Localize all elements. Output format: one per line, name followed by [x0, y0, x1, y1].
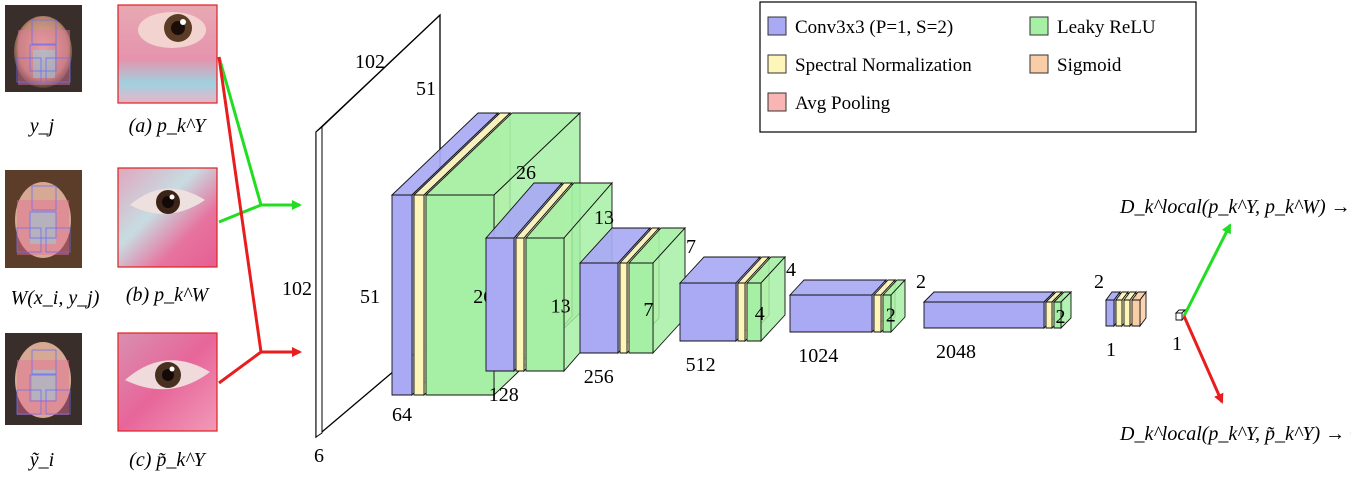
patch-image-c — [117, 332, 218, 432]
layer-2-size-after: 13 — [551, 296, 571, 318]
legend-sigmoid: Sigmoid — [1057, 55, 1122, 76]
layer-6-conv — [922, 290, 1056, 330]
output-real-expr: D_k^local(p_k^Y, p_k^W) → — [1119, 196, 1351, 218]
legend-swatch-spectral — [767, 54, 787, 74]
caption-yj: y_j — [28, 115, 55, 137]
legend-spectral: Spectral Normalization — [795, 55, 972, 76]
caption-warped: W(x_i, y_j) — [11, 287, 100, 309]
legend-swatch-conv — [767, 16, 787, 36]
layer-1-channels: 64 — [392, 404, 412, 426]
legend-avgpool: Avg Pooling — [795, 93, 891, 114]
layer-5-channels: 1024 — [798, 345, 838, 367]
legend: Conv3x3 (P=1, S=2) Leaky ReLU Spectral N… — [759, 1, 1197, 133]
layer-5-leaky-relu — [881, 278, 907, 334]
input-channels-label: 6 — [314, 445, 324, 467]
layer-4-size-after: 4 — [755, 303, 765, 325]
output-arrows — [1182, 223, 1232, 404]
layer-5-size-top: 4 — [786, 259, 796, 281]
legend-swatch-leaky — [1029, 16, 1049, 36]
layer-3-channels: 256 — [584, 366, 614, 388]
layer-3-leaky-relu — [627, 226, 687, 355]
legend-swatch-sigmoid — [1029, 54, 1049, 74]
layer-6-leaky-relu — [1052, 290, 1073, 330]
layer-3-size-after: 7 — [643, 299, 653, 321]
layer-4-size-top: 7 — [686, 236, 696, 258]
caption-yi-tilde: ỹ_i — [28, 449, 54, 471]
layer-1-size-side: 51 — [360, 286, 380, 308]
face-image-warped — [5, 170, 82, 268]
output-block-channels: 1 — [1172, 333, 1182, 355]
legend-leaky: Leaky ReLU — [1057, 17, 1156, 38]
patch-image-a — [117, 4, 218, 104]
caption-patch-c: (c) p̃_k^Y — [129, 449, 207, 471]
layer-6-size-top: 2 — [916, 271, 926, 293]
layer-2-leaky-relu — [525, 181, 613, 373]
output-fake: D_k^local(p_k^Y, p̃_k^Y) → 0 — [1119, 423, 1351, 445]
layer-2-channels: 128 — [489, 384, 519, 406]
layer-5-conv — [788, 278, 888, 334]
legend-conv: Conv3x3 (P=1, S=2) — [795, 17, 953, 38]
output-fake-expr: D_k^local(p_k^Y, p̃_k^Y) → — [1119, 423, 1350, 445]
layer-7-channels: 1 — [1106, 339, 1116, 361]
caption-patch-a: (a) p_k^Y — [129, 115, 208, 137]
layer-3-size-top: 13 — [594, 207, 614, 229]
layer-2-size-top: 26 — [516, 162, 536, 184]
layer-5-size-after: 2 — [886, 305, 896, 327]
output-real: D_k^local(p_k^Y, p_k^W) → 1 — [1119, 196, 1351, 218]
layer-7-sigmoid — [1131, 290, 1147, 328]
legend-swatch-avgpool — [767, 92, 787, 112]
input-side-label: 102 — [282, 278, 312, 300]
input-arrows — [217, 56, 302, 385]
patch-image-b — [117, 167, 218, 268]
face-image-yi-tilde — [5, 333, 82, 425]
layer-6-channels: 2048 — [936, 341, 976, 363]
layer-7-size-top: 2 — [1094, 271, 1104, 293]
layer-1-size-top: 51 — [416, 78, 436, 100]
layer-4-leaky-relu — [745, 255, 787, 343]
face-image-yj — [5, 5, 82, 92]
caption-patch-b: (b) p_k^W — [126, 284, 211, 306]
layer-4-channels: 512 — [686, 354, 716, 376]
input-depth-label: 102 — [355, 51, 385, 73]
legend-box — [759, 1, 1197, 133]
layer-6-size-after: 2 — [1056, 306, 1066, 328]
